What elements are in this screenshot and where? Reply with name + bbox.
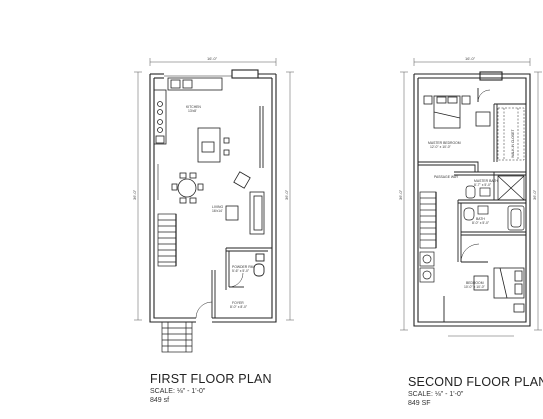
second-floor-master-bed [423, 95, 491, 129]
second-floor-area: 849 SF [408, 400, 431, 407]
second-floor-staircase [419, 191, 437, 249]
second-floor-dimension-lines [400, 58, 542, 337]
first-floor-powder-room [225, 247, 272, 290]
second-floor-width-label: 16'-0" [465, 56, 476, 61]
walkin-closet-label: WALK-IN CLOSET [511, 129, 515, 158]
first-floor-foyer-walls [195, 270, 216, 319]
living-dims: 16'x14' [212, 209, 223, 213]
kitchen-dims: 13'x8' [188, 109, 197, 113]
first-floor-title: FIRST FLOOR PLAN [150, 372, 272, 386]
bath-dims: 8'-0" x 5'-0" [472, 221, 490, 225]
second-floor-laundry [419, 251, 435, 283]
first-floor-partitions [157, 106, 264, 200]
master-bath-label: MASTER BATH [474, 179, 498, 183]
second-floor-bedroom-bed [473, 267, 525, 313]
second-floor-scale: SCALE: ⅛" - 1'-0" [408, 391, 464, 398]
first-floor-depth-label-left: 36'-0" [132, 189, 137, 200]
first-floor-kitchen-counters [153, 77, 230, 163]
living-label: LIVING [212, 205, 223, 209]
powder-dims: 5'-6" x 5'-0" [232, 269, 250, 273]
bedroom-dims: 10'-0" x 10'-0" [464, 285, 486, 289]
passage-label: PASSAGE WAY [434, 175, 459, 179]
first-floor-width-label: 16'-0" [207, 56, 218, 61]
first-floor-dining-table [171, 172, 204, 204]
first-floor-living-furniture [225, 171, 265, 235]
kitchen-label: KITCHEN [186, 105, 201, 109]
second-floor-depth-label-left: 36'-0" [398, 189, 403, 200]
master-bedroom-dims: 12'-0" x 10'-0" [430, 145, 452, 149]
first-floor-area: 849 sf [150, 397, 170, 404]
first-floor-scale: SCALE: ⅛" - 1'-0" [150, 388, 206, 395]
first-floor-dimension-lines [134, 58, 294, 321]
foyer-dims: 8'-0" x 8'-0" [230, 305, 248, 309]
second-floor-title: SECOND FLOOR PLAN [408, 375, 543, 389]
first-floor-staircase [157, 213, 177, 267]
room-labels: KITCHEN 13'x8' LIVING 16'x14' POWDER RM … [186, 105, 515, 309]
second-floor-closet-shelves [497, 107, 525, 161]
second-floor-bath-fixtures [463, 205, 525, 231]
second-floor-depth-label-right: 36'-0" [532, 189, 537, 200]
second-floor-plan: 16'-0" 36'-0" 36'-0" [398, 56, 542, 337]
first-floor-plan: 16'-0" 36'-0" 36'-0" [132, 56, 294, 353]
bath-label: BATH [476, 217, 485, 221]
master-bath-dims: 8'-7" x 5'-0" [474, 183, 492, 187]
second-floor-partitions [418, 88, 526, 322]
foyer-label: FOYER [232, 301, 244, 305]
bedroom-label: BEDROOM [466, 281, 484, 285]
first-floor-entry-steps [161, 321, 193, 353]
powder-label: POWDER RM [232, 265, 254, 269]
first-floor-depth-label-right: 36'-0" [284, 189, 289, 200]
master-bedroom-label: MASTER BEDROOM [428, 141, 461, 145]
second-floor-exterior-walls [413, 71, 531, 327]
second-floor-master-bath-fixtures [465, 175, 525, 201]
